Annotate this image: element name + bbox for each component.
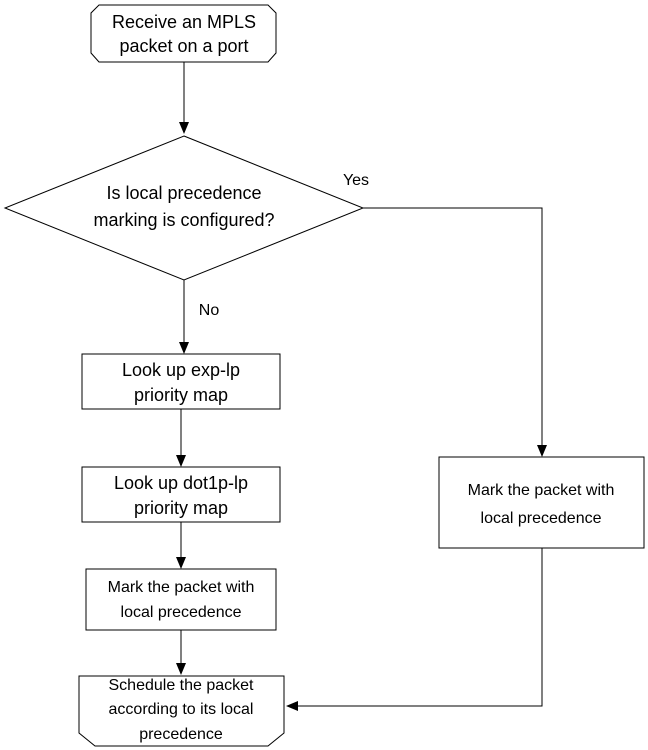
lookup-dot1p-node: Look up dot1p-lp priority map [81, 466, 281, 523]
mark-left-node: Mark the packet with local precedence [85, 568, 277, 631]
mark-right-line2: local precedence [481, 510, 602, 527]
connector-dot1p-to-mark [176, 522, 186, 569]
no-label: No [199, 302, 220, 319]
connector-no-branch [179, 280, 189, 354]
yes-label: Yes [343, 172, 369, 189]
lookup-exp-node: Look up exp-lp priority map [81, 353, 281, 410]
start-node-line2: packet on a port [119, 36, 248, 56]
end-node-line3: precedence [139, 726, 223, 743]
connector-exp-to-dot1p [176, 409, 186, 467]
connector-start-to-decision [179, 62, 189, 134]
decision-node-line2: marking is configured? [93, 210, 274, 230]
mark-left-line2: local precedence [121, 604, 242, 621]
end-node-line1: Schedule the packet [109, 677, 255, 694]
lookup-exp-line1: Look up exp-lp [122, 360, 240, 380]
start-node: Receive an MPLS packet on a port [90, 4, 277, 63]
mark-left-line1: Mark the packet with [108, 579, 255, 596]
decision-node: Is local precedence marking is configure… [3, 135, 365, 281]
connector-yes-branch [363, 207, 547, 457]
connector-right-to-end [286, 548, 543, 711]
lookup-dot1p-line1: Look up dot1p-lp [114, 473, 248, 493]
mark-right-node: Mark the packet with local precedence [438, 456, 645, 549]
decision-node-line1: Is local precedence [106, 183, 261, 203]
lookup-dot1p-line2: priority map [134, 498, 228, 518]
end-node-line2: according to its local [109, 701, 254, 718]
mark-right-line1: Mark the packet with [468, 482, 615, 499]
connector-mark-to-end [176, 630, 186, 675]
lookup-exp-line2: priority map [134, 385, 228, 405]
end-node: Schedule the packet according to its loc… [78, 675, 285, 747]
start-node-line1: Receive an MPLS [112, 12, 256, 32]
